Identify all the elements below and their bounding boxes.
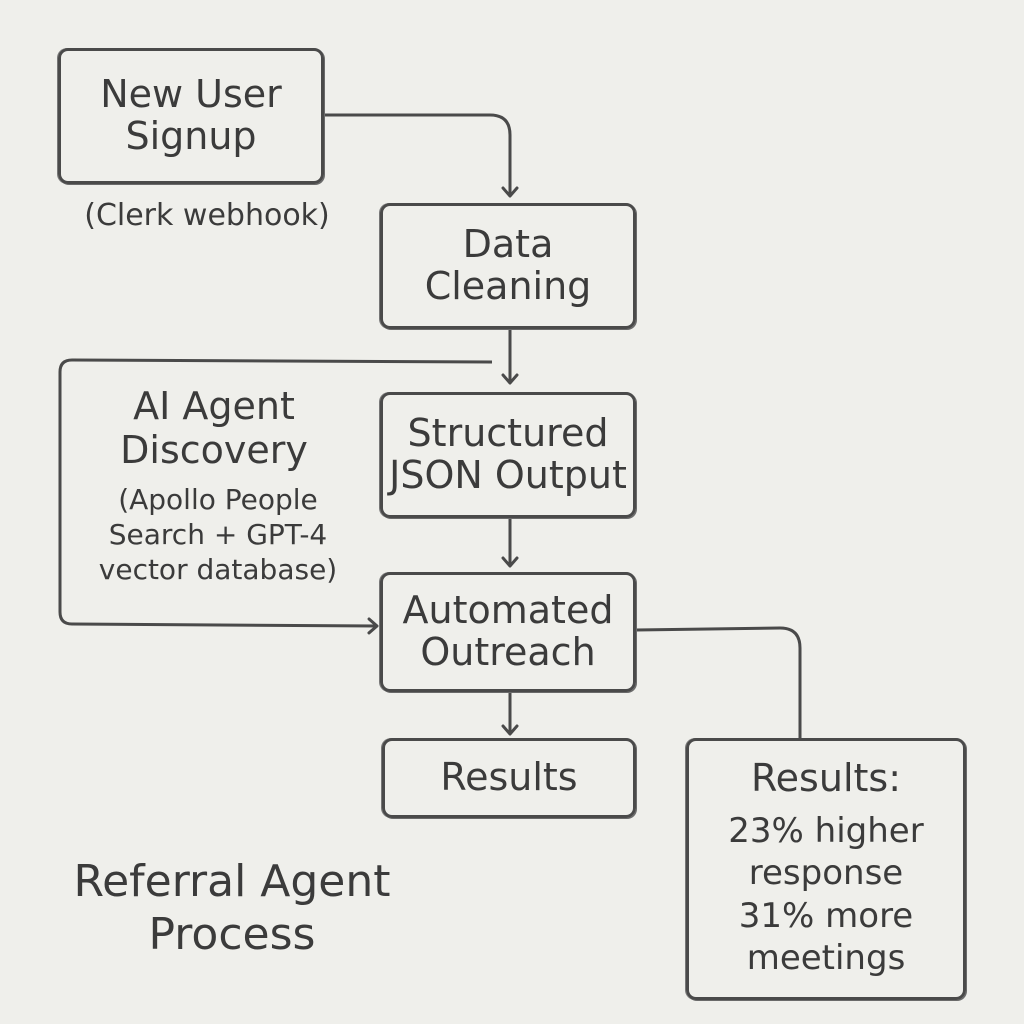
- node-label-line: New User: [100, 72, 282, 117]
- discovery-line: AI Agent: [133, 384, 295, 428]
- node-label-line: Automated: [402, 588, 614, 633]
- ai-agent-discovery-label: AI Agent Discovery: [74, 384, 354, 472]
- discovery-line: Discovery: [120, 427, 308, 472]
- title-line: Referral Agent: [73, 856, 391, 907]
- title-line: Process: [148, 908, 316, 960]
- stats-line: 31% more: [738, 895, 914, 936]
- node-label-line: Signup: [125, 114, 257, 158]
- node-label-line: Data: [462, 222, 554, 267]
- discovery-note: (Apollo People Search + GPT-4 vector dat…: [68, 482, 368, 587]
- node-label-line: Structured: [407, 411, 609, 456]
- connector-outreach-to-stats: [635, 626, 802, 738]
- discovery-note-line: vector database): [98, 553, 338, 586]
- stats-line: response: [748, 853, 904, 894]
- node-structured-json-output: Structured JSON Output: [380, 392, 636, 518]
- signup-note: (Clerk webhook): [84, 198, 330, 233]
- discovery-note-line: Search + GPT-4: [108, 518, 328, 551]
- node-automated-outreach: Automated Outreach: [380, 572, 636, 692]
- node-label-line: Cleaning: [424, 264, 592, 308]
- node-data-cleaning: Data Cleaning: [380, 203, 636, 329]
- discovery-loop-connector: [58, 358, 493, 635]
- node-new-user-signup: New User Signup: [58, 48, 324, 184]
- stats-line: meetings: [746, 938, 906, 979]
- stats-heading: Results:: [750, 756, 901, 801]
- node-label-line: JSON Output: [389, 453, 627, 497]
- arrow-signup-to-cleaning: [324, 113, 519, 198]
- node-label-line: Results: [440, 755, 578, 800]
- diagram-title: Referral Agent Process: [52, 856, 412, 962]
- node-results-stats: Results: 23% higher response 31% more me…: [686, 738, 966, 1000]
- node-label-line: Outreach: [420, 630, 596, 674]
- node-results: Results: [382, 738, 636, 818]
- discovery-note-line: (Apollo People: [118, 483, 318, 516]
- stats-line: 23% higher: [728, 810, 924, 851]
